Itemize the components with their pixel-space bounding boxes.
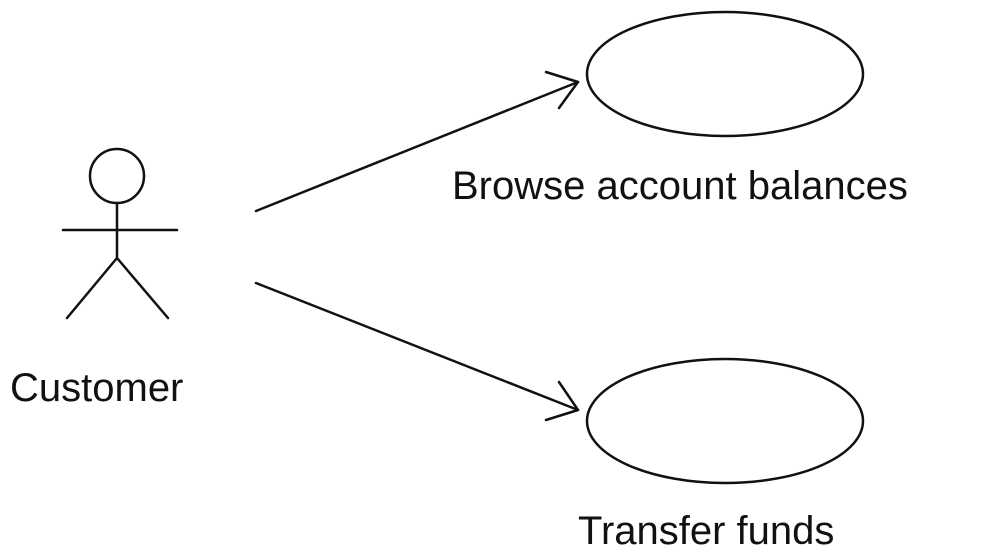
actor-right-leg: [115, 256, 170, 320]
use-case-label-transfer-funds: Transfer funds: [578, 509, 835, 552]
actor-head: [88, 147, 146, 205]
association-transfer-funds[interactable]: [254, 281, 580, 422]
association-line: [254, 80, 580, 213]
actor-label: Customer: [10, 366, 184, 410]
actor-left-leg: [65, 256, 119, 320]
use-case-label-browse-account-balances: Browse account balances: [452, 164, 908, 208]
association-browse-account-balances[interactable]: [254, 70, 580, 213]
use-case-transfer-funds[interactable]: [585, 357, 865, 485]
arrowhead-open-icon: [544, 70, 580, 110]
association-line: [254, 281, 580, 412]
arrowhead-open-icon: [544, 380, 580, 422]
use-case-browse-account-balances[interactable]: [585, 10, 865, 138]
actor-customer[interactable]: [61, 147, 179, 320]
